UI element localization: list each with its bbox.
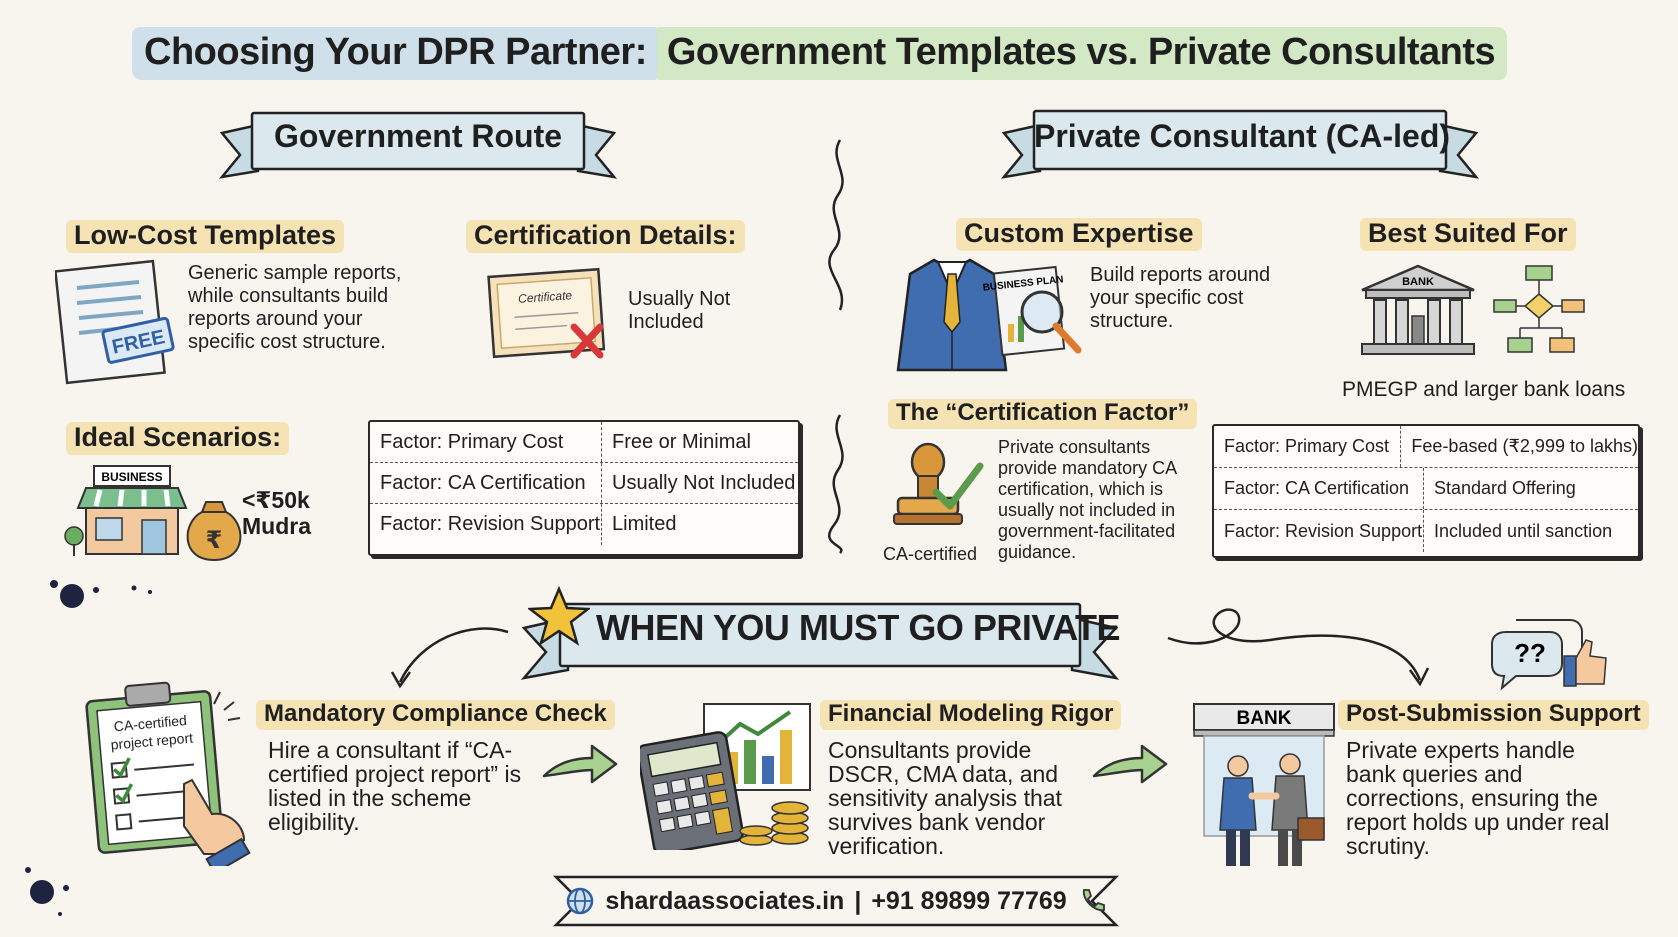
private-banner: Private Consultant (CA-led) [1034,118,1451,154]
page-title: Choosing Your DPR Partner: Government Te… [132,22,1508,84]
shop-sign: BUSINESS [101,470,162,484]
footer-phone[interactable]: +91 89899 77769 [871,886,1067,915]
handshake-icon: BANK [1193,703,1335,866]
custom-expertise-text: Build reports around your specific cost … [1090,264,1271,332]
calculator-icon [640,703,811,850]
private-comparison-table: Factor: Primary Cost Fee-based (₹2,999 t… [1212,424,1640,558]
clipboard-label-line2: project report [110,730,194,753]
certification-heading: Certification Details: [466,220,745,253]
shop-icon: BUSINESS ₹ [64,465,242,562]
globe-icon [567,887,594,915]
ink-splat-decoration-2 [25,867,69,916]
table-cell-value: Usually Not Included [612,471,796,494]
certification-text: Usually Not Included [628,288,731,333]
table-cell-value: Standard Offering [1434,478,1576,498]
star-icon [528,586,590,646]
table-cell-value: Free or Minimal [612,430,751,453]
must-private-banner-ribbon [520,602,1120,680]
table-row: Factor: Primary Cost Free or Minimal [370,422,798,463]
flowchart-icon [1493,265,1585,353]
footer-separator: | [854,886,862,915]
footer-website[interactable]: shardaassociates.in [605,886,845,915]
government-comparison-table: Factor: Primary Cost Free or Minimal Fac… [368,420,800,556]
best-suited-heading: Best Suited For [1360,218,1576,251]
compliance-heading: Mandatory Compliance Check [256,700,615,730]
best-suited-text: PMEGP and larger bank loans [1342,378,1626,401]
table-cell-factor: Factor: Revision Support [1214,510,1424,552]
thumbs-up-icon: ?? [1491,619,1607,691]
ca-certified-stamp-label: CA-certified [883,544,978,564]
phone-icon [1082,889,1105,912]
table-row: Factor: Revision Support Limited [370,504,798,545]
suit-icon: BUSINESS PLAN [896,258,1082,372]
document-icon: FREE [55,259,175,385]
magnifier-icon: BUSINESS PLAN [982,265,1082,357]
table-row: Factor: CA Certification Usually Not Inc… [370,463,798,504]
compliance-text: Hire a consultant if “CA-certified proje… [268,737,522,835]
table-cell-factor: Factor: CA Certification [370,463,602,503]
pointing-hand-icon [183,778,251,866]
bank-label: BANK [1402,276,1434,288]
table-cell-factor: Factor: Primary Cost [370,422,602,462]
ideal-heading: Ideal Scenarios: [66,422,290,455]
stamp-icon [893,442,984,525]
ideal-scheme: Mudra [242,513,311,539]
center-divider [828,139,844,554]
certificate-label: Certificate [518,288,573,306]
ink-splat-decoration [50,580,152,608]
ideal-amount: <₹50k [242,487,310,513]
low-cost-text: Generic sample reports, while consultant… [188,262,402,353]
table-cell-value: Included until sanction [1434,520,1613,541]
table-row: Factor: Revision Support Included until … [1214,510,1638,552]
svg-text:₹: ₹ [206,527,223,554]
low-cost-heading: Low-Cost Templates [66,220,345,253]
table-row: Factor: CA Certification Standard Offeri… [1214,468,1638,510]
modeling-heading: Financial Modeling Rigor [820,700,1122,730]
bank-icon: BANK [1361,264,1585,355]
certification-factor-text: Private consultants provide mandatory CA… [998,437,1177,562]
moneybag-icon: ₹ [186,501,242,562]
clipboard-label-line1: CA-certified [113,712,187,734]
custom-expertise-heading: Custom Expertise [956,218,1202,251]
must-private-banner: WHEN YOU MUST GO PRIVATE [596,607,1121,648]
clipboard-icon: CA-certified project report [85,681,251,866]
modeling-text: Consultants provide DSCR, CMA data, and … [828,737,1062,859]
support-heading: Post-Submission Support [1338,700,1649,730]
title-part-2: Government Templates vs. Private Consult… [656,26,1508,80]
table-cell-value: Fee-based (₹2,999 to lakhs) [1411,436,1638,456]
support-bank-label: BANK [1237,708,1292,729]
table-cell-factor: Factor: Revision Support [370,504,602,545]
government-banner: Government Route [273,118,563,154]
certificate-icon: Certificate [487,267,606,359]
title-part-1: Choosing Your DPR Partner: [132,26,657,80]
private-banner-ribbon [1000,109,1480,179]
coins-icon [739,801,809,846]
green-arrow-2 [1092,744,1168,784]
red-cross-icon [570,323,604,359]
government-banner-ribbon [218,111,618,179]
table-cell-factor: Factor: CA Certification [1214,468,1424,509]
table-cell-value: Limited [612,513,677,535]
table-row: Factor: Primary Cost Fee-based (₹2,999 t… [1214,426,1638,468]
green-arrow-1 [542,744,618,784]
question-bubble: ?? [1514,638,1546,668]
certification-factor-heading: The “Certification Factor” [888,399,1198,429]
table-cell-factor: Factor: Primary Cost [1214,426,1402,467]
support-text: Private experts handle bank queries and … [1346,737,1610,859]
footer-contact: shardaassociates.in | +91 89899 77769 [552,873,1120,929]
